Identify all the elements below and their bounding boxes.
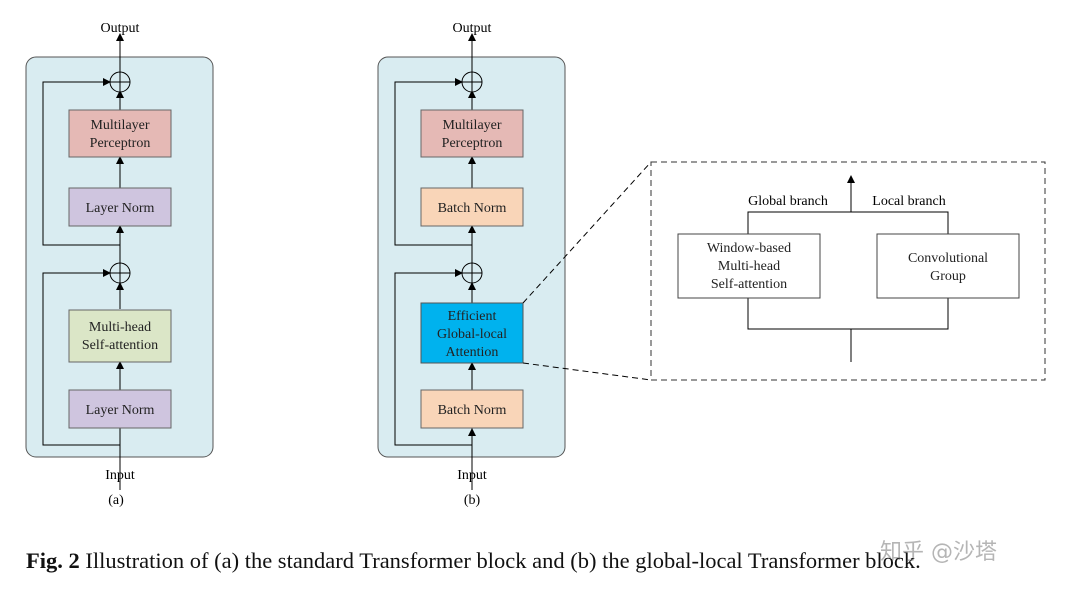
attention-label-b-1: Efficient [448,309,497,324]
zoom-frame [650,161,1046,381]
mlp-label-a-2: Perceptron [90,136,151,151]
conv-group-label-1: Convolutional [908,251,988,266]
layer-norm-top-a [68,187,172,227]
watermark: 知乎 @沙塔 [880,540,997,565]
caption-prefix: Fig. 2 [26,548,80,573]
mhsa-label-a-2: Self-attention [82,338,158,353]
window-attention-label-1: Window-based [707,241,791,256]
conv-group-label-2: Group [930,269,966,284]
batch-norm-bottom-b [420,389,524,429]
window-attention-label-2: Multi-head [718,259,780,274]
add-icon [109,262,131,284]
attention-box-b [420,302,524,364]
add-icon [461,71,483,93]
mlp-box-b [420,109,524,158]
zoom-callout: Global branch Local branch Window-based … [522,161,1046,381]
layer-norm-bottom-a [68,389,172,429]
window-attention-label-3: Self-attention [711,277,787,292]
batch-norm-top-b [420,187,524,227]
mlp-box-a [68,109,172,158]
output-label-a: Output [101,21,140,36]
input-label-a: Input [105,468,135,483]
sublabel-a: (a) [108,493,124,508]
diagram-a: Multilayer Perceptron Layer Norm Multi-h… [25,21,214,508]
mhsa-box-a [68,309,172,363]
local-branch-label: Local branch [872,194,945,209]
mlp-label-b-1: Multilayer [442,118,501,133]
sublabel-b: (b) [464,493,481,508]
mlp-label-b-2: Perceptron [442,136,503,151]
batch-norm-bottom-label-b: Batch Norm [438,403,507,418]
add-icon [109,71,131,93]
layer-norm-bottom-label-a: Layer Norm [86,403,155,418]
figure-caption: Fig. 2 Illustration of (a) the standard … [26,548,1071,574]
layer-norm-top-label-a: Layer Norm [86,201,155,216]
output-label-b: Output [453,21,492,36]
global-branch-label: Global branch [748,194,828,209]
attention-label-b-3: Attention [446,345,499,360]
conv-group-box [876,233,1020,299]
input-label-b: Input [457,468,487,483]
caption-text: Illustration of (a) the standard Transfo… [79,548,921,573]
mlp-label-a-1: Multilayer [90,118,149,133]
batch-norm-top-label-b: Batch Norm [438,201,507,216]
attention-label-b-2: Global-local [437,327,507,342]
window-attention-box [677,233,821,299]
diagram-b: Multilayer Perceptron Batch Norm Efficie… [377,21,566,508]
mhsa-label-a-1: Multi-head [89,320,151,335]
add-icon [461,262,483,284]
